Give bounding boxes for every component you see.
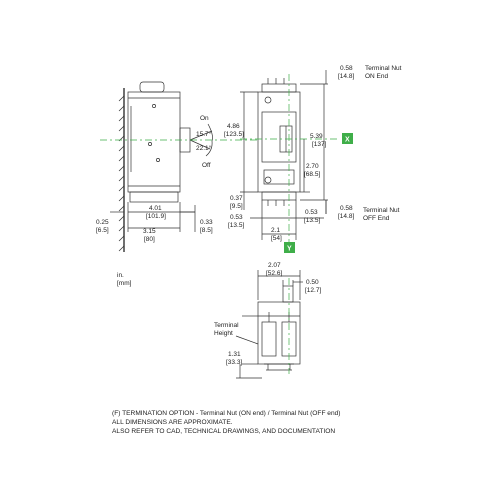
terminal-nut-off-label-2: OFF End	[363, 215, 390, 222]
dim-131-mm: [33.3]	[226, 359, 242, 366]
dim-053-left-in: 0.53	[230, 214, 243, 221]
note-termination-option: (F) TERMINATION OPTION - Terminal Nut (O…	[112, 410, 341, 417]
terminal-nut-off-label-1: Terminal Nut	[363, 207, 400, 214]
dim-207-in: 2.07	[268, 262, 281, 269]
dim-058-bottom-in: 0.58	[340, 205, 353, 212]
bottom-terminal-front	[261, 191, 297, 201]
dim-058-top-in: 0.58	[340, 65, 353, 72]
angle-off-value: 22.1°	[196, 144, 212, 152]
axis-x-label: X	[345, 137, 350, 144]
off-angle-line	[189, 139, 211, 150]
bottom-view	[235, 270, 303, 379]
dim-270-mm: [68.5]	[304, 171, 320, 178]
dim-033-in: 0.33	[200, 219, 213, 226]
dim-037-mm: [9.5]	[230, 203, 243, 210]
front-view	[240, 70, 340, 248]
dim-270-in: 2.70	[306, 163, 319, 170]
dim-21-mm: [54]	[271, 235, 282, 242]
dim-050-in: 0.50	[306, 279, 319, 286]
dim-486-in: 4.86	[227, 123, 240, 130]
angle-off-label: Off	[202, 162, 211, 169]
dim-401-mm: [101.9]	[146, 213, 166, 220]
dim-left-mm: [6.5]	[96, 227, 109, 234]
dim-058-top-mm: [14.8]	[338, 73, 354, 80]
dim-058-bottom-mm: [14.8]	[338, 213, 354, 220]
axis-y-badge	[284, 242, 295, 253]
dim-486-mm: [123.5]	[224, 131, 244, 138]
breaker-body-bottom	[257, 301, 301, 365]
handle-top-bottom-view	[282, 285, 294, 303]
terminal-height-label-1: Terminal	[214, 322, 239, 329]
terminal-nut-on-label-2: ON End	[365, 73, 389, 80]
angle-on-value: 15.7°	[196, 130, 212, 138]
dim-053-left-mm: [13.5]	[228, 222, 244, 229]
dim-037-in: 0.37	[230, 195, 243, 202]
dim-539-in: 5.39	[310, 133, 323, 140]
top-screw	[264, 96, 272, 104]
dim-053-right-in: 0.53	[305, 209, 318, 216]
notes-block: (F) TERMINATION OPTION - Terminal Nut (O…	[112, 409, 341, 436]
dim-21-in: 2.1	[271, 227, 280, 234]
dim-033-mm: [8.5]	[200, 227, 213, 234]
dim-315-in: 3.15	[143, 228, 156, 235]
terminal-height-label-2: Height	[214, 330, 233, 337]
angle-on-label: On	[200, 115, 209, 122]
dim-050-mm: [12.7]	[305, 287, 321, 294]
on-angle-line	[189, 130, 213, 141]
units-inches: in.	[117, 272, 124, 279]
units-legend: in. [mm]	[117, 272, 131, 288]
dim-401-in: 4.01	[149, 205, 162, 212]
units-millimeters: [mm]	[117, 280, 132, 287]
top-lug-side	[139, 81, 165, 93]
axis-y-label: Y	[287, 246, 292, 253]
bottom-lug-side	[129, 191, 179, 203]
dim-left-in: 0.25	[96, 219, 109, 226]
axis-x-badge	[342, 133, 353, 144]
bottom-screw	[264, 176, 272, 184]
dim-315-mm: [80]	[144, 236, 155, 243]
breaker-body-side	[127, 91, 181, 193]
note-approximate: ALL DIMENSIONS ARE APPROXIMATE.	[112, 419, 233, 426]
dim-131-in: 1.31	[228, 351, 241, 358]
side-view	[100, 81, 260, 252]
dim-539-mm: [137]	[312, 141, 327, 148]
terminal-nut-on-label-1: Terminal Nut	[365, 65, 402, 72]
dim-207-mm: [52.6]	[266, 270, 282, 277]
top-terminal-front	[261, 83, 297, 93]
note-refer-to-cad: ALSO REFER TO CAD, TECHNICAL DRAWINGS, A…	[112, 428, 336, 435]
dim-053-right-mm: [13.5]	[304, 217, 320, 224]
